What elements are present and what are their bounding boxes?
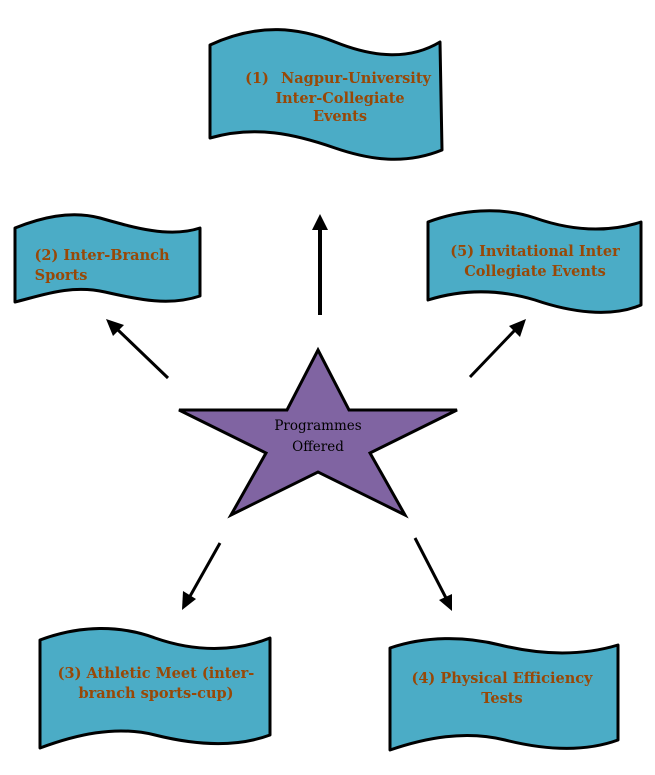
star-shape [178,346,458,519]
programme-4-line-1: (4) Physical Efficiency [411,670,593,687]
center-label-line-2: Offered [292,439,344,455]
programme-2-line-1: (2) Inter-Branch [35,247,170,264]
arrow-to-programme-1 [312,214,328,315]
programme-flag-2: (2) Inter-Branch Sports [13,213,202,304]
programme-3-line-2: branch sports-cup) [79,685,234,702]
programme-flag-4: (4) Physical Efficiency Tests [388,637,620,752]
programme-5-line-1: (5) Invitational Inter [450,243,620,260]
arrow-to-programme-5 [468,319,526,379]
programme-4-line-2: Tests [481,690,522,707]
programme-flag-1: (1) Nagpur-University Inter-Collegiate E… [208,28,444,161]
arrow-to-programme-2 [106,319,170,380]
center-label-line-1: Programmes [274,418,361,434]
programme-1-line-1: Nagpur-University [281,70,431,87]
wave-banner-shape-5 [426,209,643,314]
wave-banner-shape-4 [388,637,620,752]
programme-2-line-2: Sports [35,267,88,284]
programme-5-line-2: Collegiate Events [464,263,606,280]
arrow-to-programme-4 [413,537,452,611]
programme-flag-5: (5) Invitational Inter Collegiate Events [426,209,643,314]
programme-1-line-3: Events [313,108,367,125]
programme-1-number: (1) [245,70,269,87]
wave-banner-shape-3 [38,627,272,750]
programme-1-line-2: Inter-Collegiate [275,90,404,107]
programme-flag-3: (3) Athletic Meet (inter- branch sports-… [38,627,272,750]
wave-banner-shape-2 [13,213,202,304]
programme-3-line-1: (3) Athletic Meet (inter- [58,665,255,682]
wave-banner-shape-1 [208,28,444,161]
center-star: Programmes Offered [178,346,458,519]
arrow-to-programme-3 [182,542,222,610]
